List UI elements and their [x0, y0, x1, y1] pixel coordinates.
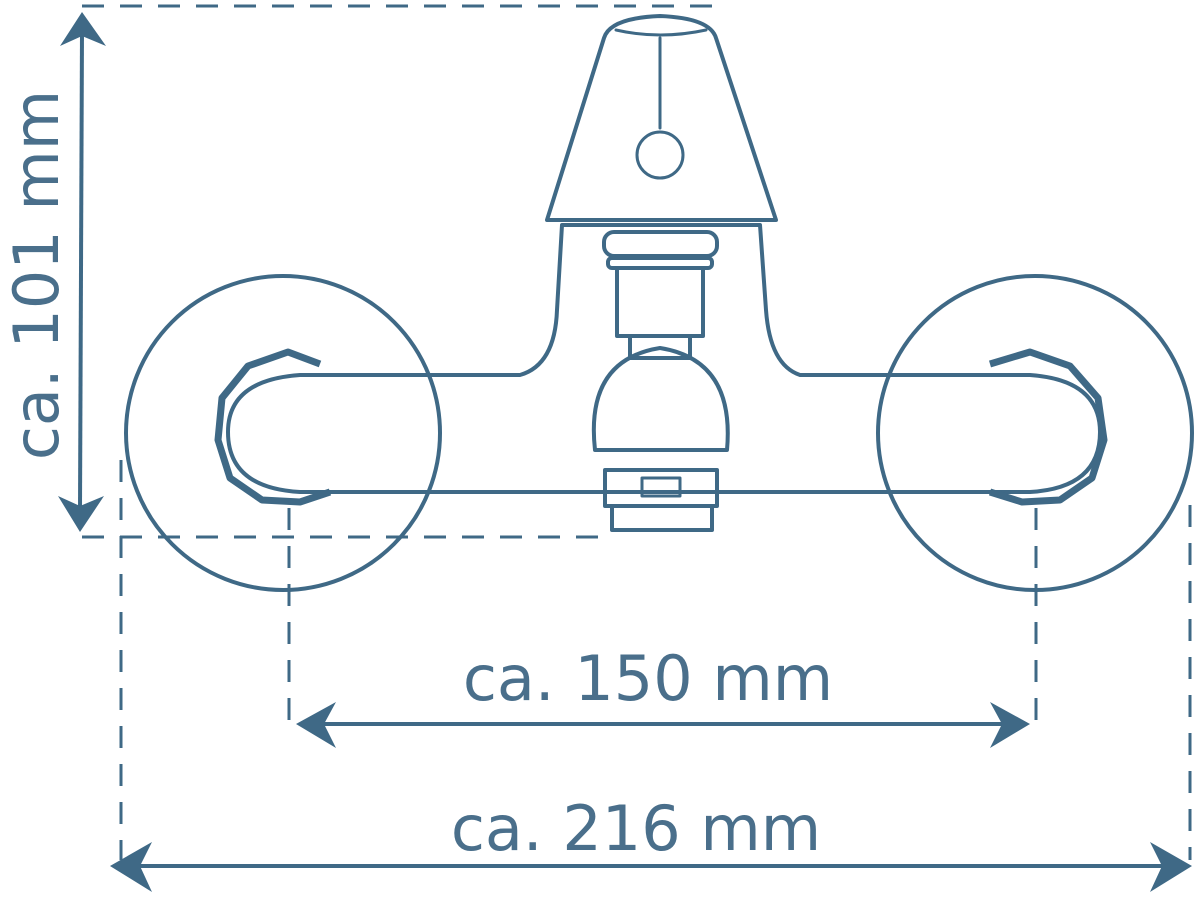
aerator-outlet — [603, 468, 719, 532]
center-distance-label: ca. 150 mm — [463, 642, 833, 715]
left-eccentric-nut — [214, 348, 332, 506]
right-eccentric-nut — [988, 348, 1108, 506]
arrow-up-icon — [60, 12, 106, 46]
valve-dome — [591, 346, 730, 452]
right-nut-outline — [988, 348, 1108, 506]
arrow-left-icon — [110, 842, 152, 892]
arrow-right-icon — [990, 702, 1030, 748]
left-rosette-circle — [124, 274, 442, 592]
height-dimension: ca. 101 mm — [0, 12, 106, 532]
arrow-left-icon — [296, 702, 336, 748]
extension-lines — [82, 4, 1192, 860]
cartridge-cap — [591, 230, 730, 452]
center-distance-dimension: ca. 150 mm — [296, 642, 1030, 748]
cartridge-neck — [628, 334, 692, 360]
height-label: ca. 101 mm — [0, 90, 73, 460]
lever-indicator-dot — [635, 130, 685, 180]
lever-handle — [545, 14, 778, 222]
left-wall-rosette — [124, 274, 442, 592]
aerator-slot — [640, 476, 682, 498]
lever-top-rim — [614, 28, 708, 37]
right-wall-rosette — [876, 274, 1194, 592]
left-nut-outline — [214, 348, 332, 506]
overall-width-label: ca. 216 mm — [451, 792, 821, 865]
aerator-tip — [610, 504, 714, 532]
arrow-right-icon — [1150, 842, 1192, 892]
cartridge-top-ring — [602, 230, 719, 258]
lever-body — [545, 14, 778, 222]
arrow-down-icon — [58, 496, 104, 532]
aerator-housing — [603, 468, 719, 508]
right-rosette-circle — [876, 274, 1194, 592]
cartridge-body — [615, 266, 705, 338]
height-dimension-line — [78, 29, 84, 511]
overall-width-dimension: ca. 216 mm — [110, 792, 1192, 892]
